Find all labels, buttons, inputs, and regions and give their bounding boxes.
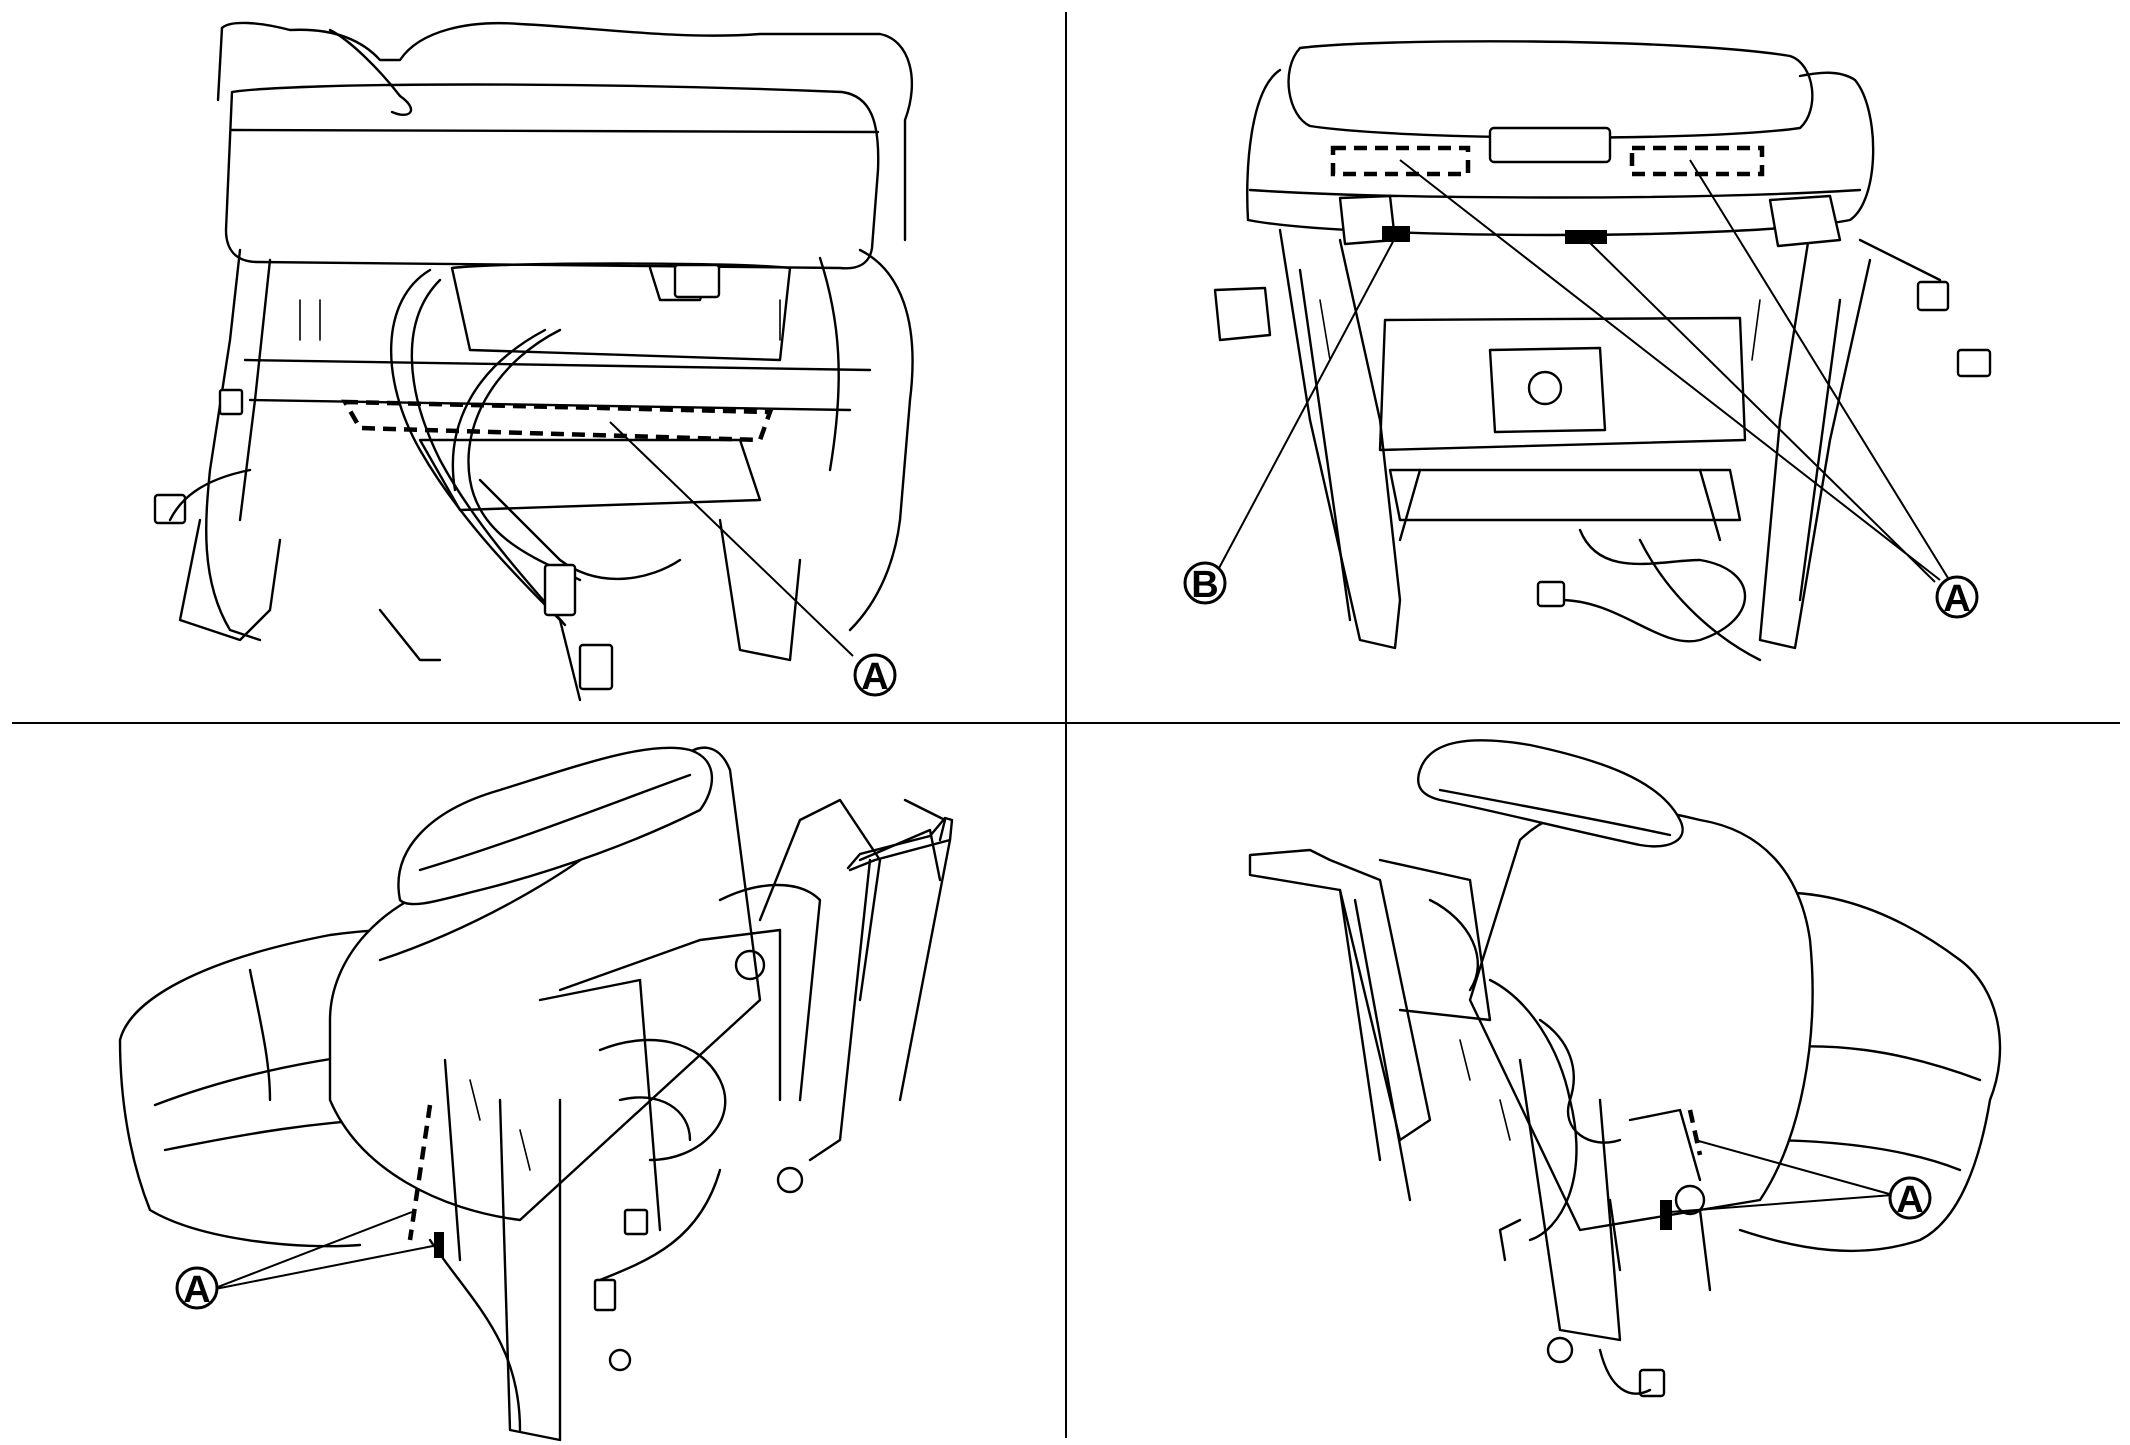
- callout-a-2: A: [1935, 575, 1979, 620]
- callout-a-1: A: [853, 653, 897, 698]
- dashed-region-a3: [407, 1104, 433, 1241]
- panel-top-right-rear-frame: B A: [1183, 40, 1992, 662]
- svg-text:A: A: [1943, 578, 1970, 620]
- leaders-a2: [1399, 159, 1949, 583]
- connector-a3: [434, 1232, 444, 1258]
- dashed-region-a2-right: [1629, 145, 1765, 177]
- panel-bottom-right-isometric: A: [1248, 739, 2002, 1398]
- svg-text:A: A: [1896, 1179, 1923, 1221]
- connector-b: [1382, 226, 1410, 242]
- callout-a-3: A: [175, 1266, 219, 1311]
- dashed-region-a2-left: [1330, 145, 1471, 177]
- leaders-a4: [1669, 1139, 1894, 1213]
- leader-b: [1217, 235, 1397, 571]
- svg-text:A: A: [183, 1269, 210, 1311]
- dashed-region-a1: [341, 399, 774, 443]
- connector-a4: [1660, 1200, 1672, 1230]
- leader-a1: [609, 421, 854, 657]
- panel-bottom-left-isometric: A: [118, 746, 954, 1442]
- connector-a-center: [1565, 230, 1607, 244]
- callout-b: B: [1183, 561, 1227, 606]
- panel-top-left-rear-view: A: [153, 21, 914, 702]
- dashed-region-a4: [1687, 1109, 1703, 1156]
- svg-text:A: A: [861, 656, 888, 698]
- svg-text:B: B: [1191, 564, 1218, 606]
- leaders-a3: [209, 1211, 439, 1291]
- callout-a-4: A: [1888, 1176, 1932, 1221]
